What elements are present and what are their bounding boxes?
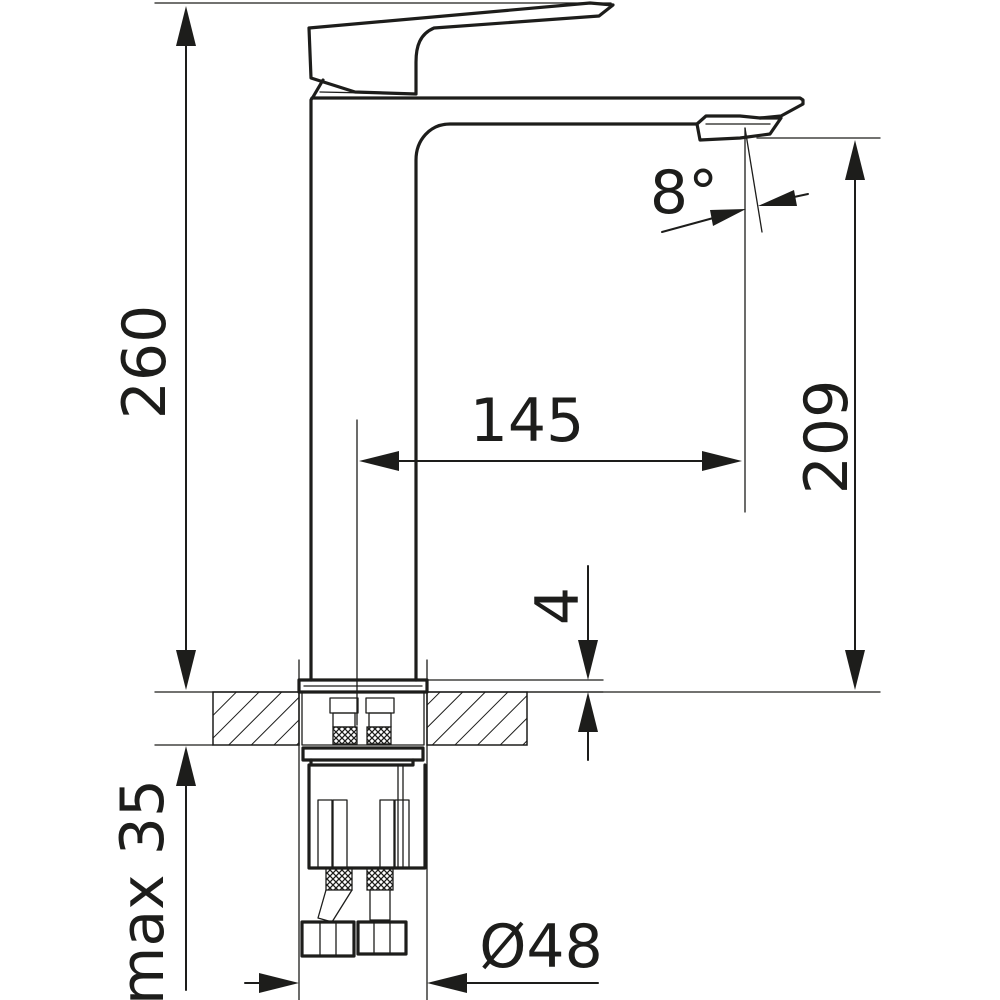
label-max-deck-thickness: max 35: [108, 779, 178, 1000]
label-spout-reach: 145: [470, 386, 585, 456]
dim-deck-offset: 4: [523, 565, 598, 761]
label-spout-angle: 8°: [650, 158, 718, 228]
dim-spout-height: 209: [792, 140, 865, 690]
dim-spout-reach: 145: [359, 386, 742, 471]
countertop-section: [212, 691, 528, 746]
dim-max-deck-thickness: max 35: [108, 746, 196, 1000]
dim-height-total: 260: [110, 6, 196, 690]
label-height-total: 260: [110, 305, 180, 420]
extension-lines: [154, 2, 881, 1000]
dim-spout-angle: 8°: [650, 158, 809, 233]
label-deck-offset: 4: [523, 587, 593, 625]
label-base-diameter: Ø48: [479, 912, 603, 982]
faucet-body: [297, 1, 805, 694]
label-spout-height: 209: [792, 380, 862, 495]
mounting-kit: [300, 691, 427, 958]
dim-base-diameter: Ø48: [244, 912, 603, 993]
